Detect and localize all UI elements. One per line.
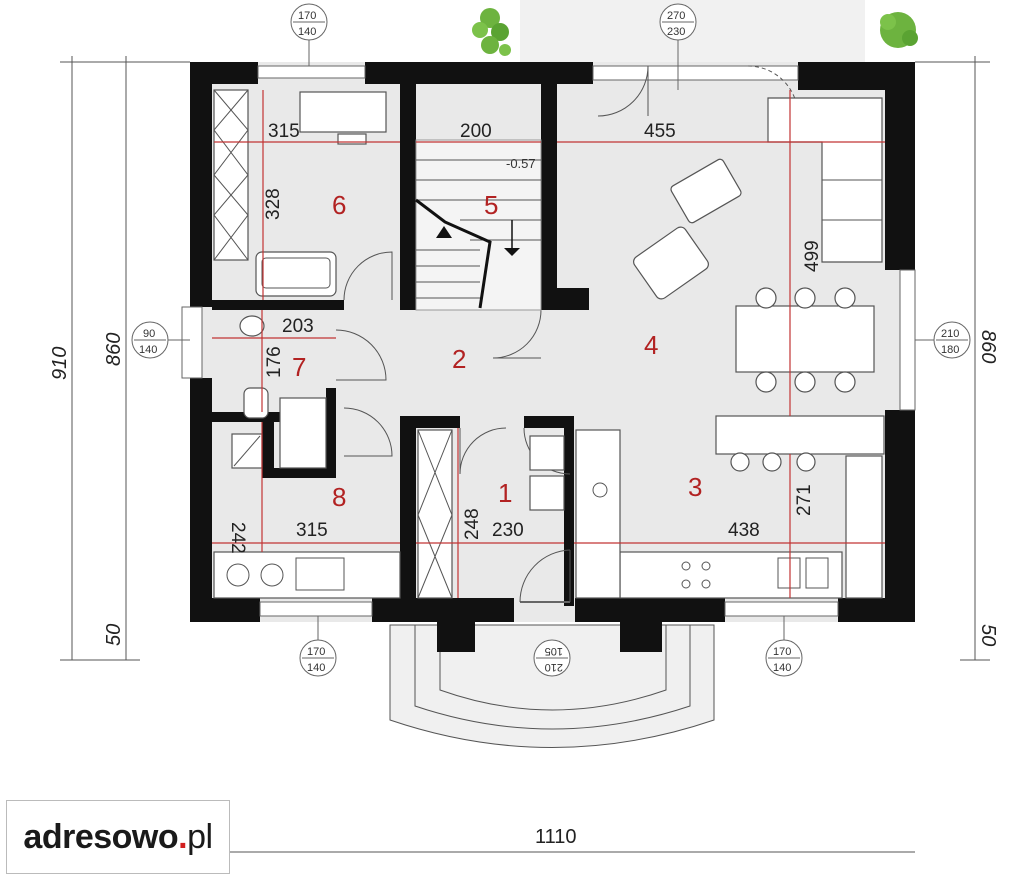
- shoe-cabinet: [529, 435, 565, 511]
- room-number-8: 8: [332, 482, 346, 512]
- room-number-1: 1: [498, 478, 512, 508]
- window-width: 170: [307, 646, 325, 658]
- tree-icon: [472, 8, 511, 56]
- interior-walls: [212, 84, 589, 606]
- interior-doors: [335, 251, 571, 475]
- laundry-counter: [213, 551, 401, 599]
- room-number-5: 5: [484, 190, 498, 220]
- room-number-2: 2: [452, 344, 466, 374]
- window-height: 140: [307, 662, 325, 674]
- window-width: 105: [545, 645, 563, 657]
- room-number-3: 3: [688, 472, 702, 502]
- window-height: 230: [667, 26, 685, 38]
- room-number-7: 7: [292, 352, 306, 382]
- armchair-icon: [633, 158, 742, 300]
- dim-label: 230: [492, 520, 524, 541]
- window-label-bubbles: [131, 3, 971, 677]
- dim-label: 315: [296, 520, 328, 541]
- dimension-lines: [212, 90, 885, 598]
- window-width: 170: [298, 10, 316, 22]
- window-width: 170: [773, 646, 791, 658]
- room-number-4: 4: [644, 330, 658, 360]
- dim-label: 315: [268, 121, 300, 142]
- terrace-door: [592, 65, 799, 117]
- overall-dim-label: 910: [49, 347, 71, 380]
- kitchen-island: [715, 415, 885, 472]
- window-height: 210: [545, 661, 563, 673]
- level-mark: -0.57: [506, 156, 536, 171]
- sofa-bed: [255, 251, 337, 297]
- logo-dot: .: [178, 817, 188, 856]
- shrub-icon: [880, 12, 918, 48]
- dining-table: [735, 287, 875, 393]
- wardrobe: [213, 89, 249, 261]
- brand-logo[interactable]: adresowo.pl: [6, 800, 230, 874]
- dim-label: 200: [460, 121, 492, 142]
- windows: [181, 65, 916, 617]
- dim-label: 176: [264, 346, 285, 378]
- overall-dim-label: 860: [103, 333, 125, 366]
- overall-dim-label: 50: [977, 624, 999, 646]
- window-height: 140: [139, 344, 157, 356]
- dim-label: 438: [728, 520, 760, 541]
- dim-label: 242: [227, 522, 248, 554]
- room-number-6: 6: [332, 190, 346, 220]
- exterior-walls: [190, 62, 915, 652]
- closet: [417, 429, 453, 599]
- overall-dim-label: 860: [977, 330, 999, 363]
- dim-label: 271: [794, 484, 815, 516]
- kitchen-counter: [575, 429, 883, 599]
- window-width: 270: [667, 10, 685, 22]
- staircase: [415, 139, 542, 311]
- logo-tld: pl: [187, 817, 213, 856]
- logo-name: adresowo: [23, 817, 179, 856]
- dim-label: 499: [802, 240, 823, 272]
- dim-label: 248: [462, 508, 483, 540]
- bathroom-fixtures: [231, 315, 327, 469]
- dim-label: 328: [263, 188, 284, 220]
- overall-dimensions: [60, 56, 990, 853]
- window-height: 180: [941, 344, 959, 356]
- entrance-door: [519, 549, 571, 603]
- entrance-porch: [389, 624, 715, 748]
- desk: [299, 91, 387, 145]
- window-width: 90: [143, 328, 155, 340]
- overall-dim-label: 1110: [535, 826, 577, 848]
- dim-label: 455: [644, 121, 676, 142]
- overall-dim-label: 50: [103, 624, 125, 646]
- window-width: 210: [941, 328, 959, 340]
- window-height: 140: [298, 26, 316, 38]
- dim-label: 203: [282, 316, 314, 337]
- window-height: 140: [773, 662, 791, 674]
